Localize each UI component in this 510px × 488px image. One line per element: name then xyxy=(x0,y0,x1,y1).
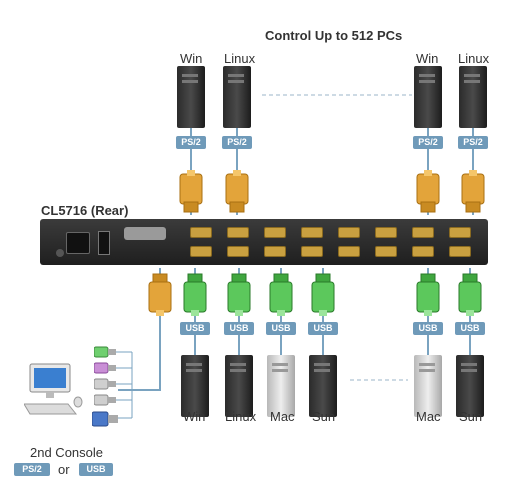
diagram-title: Control Up to 512 PCs xyxy=(265,28,403,43)
kvm-port-icon xyxy=(412,227,434,238)
port-badge: USB xyxy=(413,322,443,335)
port-badge: PS/2 xyxy=(222,136,252,149)
kvm-port-icon xyxy=(301,246,323,257)
kvm-port-icon xyxy=(227,246,249,257)
port-badge: USB xyxy=(455,322,485,335)
kvm-port-icon xyxy=(190,246,212,257)
bottom-pc-label: Mac xyxy=(416,409,441,424)
ground-screw-icon xyxy=(56,249,64,257)
bottom-pc-label: Linux xyxy=(225,409,257,424)
usb-connector-icon xyxy=(227,273,251,316)
top-pc-label: Linux xyxy=(458,51,490,66)
port-badge: USB xyxy=(266,322,296,335)
computer-tower-icon xyxy=(309,355,337,417)
usb-plug-icon xyxy=(94,378,116,390)
kvm-switch-rear-panel xyxy=(40,219,488,265)
computer-tower-icon xyxy=(177,66,205,128)
kvm-port-icon xyxy=(375,246,397,257)
ps2-connector-icon xyxy=(225,170,249,213)
port-badge: USB xyxy=(308,322,338,335)
kvm-port-icon xyxy=(264,227,286,238)
port-badge: USB xyxy=(79,463,113,476)
kvm-port-icon xyxy=(338,227,360,238)
mouse-plug-icon xyxy=(94,346,116,358)
console-port-icon xyxy=(124,227,166,240)
port-badge: PS/2 xyxy=(413,136,443,149)
kvm-port-icon xyxy=(301,227,323,238)
kvm-port-icon xyxy=(227,227,249,238)
computer-tower-icon xyxy=(181,355,209,417)
computer-tower-icon xyxy=(223,66,251,128)
port-badge: PS/2 xyxy=(458,136,488,149)
kvm-port-icon xyxy=(412,246,434,257)
kvm-port-icon xyxy=(449,227,471,238)
kvm-port-icon xyxy=(190,227,212,238)
computer-tower-icon xyxy=(225,355,253,417)
bottom-pc-label: Win xyxy=(183,409,206,424)
usb-plug-icon xyxy=(94,394,116,406)
usb-connector-icon xyxy=(458,273,482,316)
kvm-port-icon xyxy=(338,246,360,257)
mac-tower-icon xyxy=(414,355,442,417)
usb-connector-icon xyxy=(311,273,335,316)
top-pc-label: Linux xyxy=(224,51,256,66)
usb-connector-icon xyxy=(269,273,293,316)
ps2-connector-icon xyxy=(179,170,203,213)
port-badge: PS/2 xyxy=(14,463,50,476)
ps2-connector-icon xyxy=(416,170,440,213)
or-text: or xyxy=(58,462,70,477)
bottom-pc-label: Mac xyxy=(270,409,295,424)
ps2-connector-icon xyxy=(148,273,172,316)
computer-tower-icon xyxy=(414,66,442,128)
usb-connector-icon xyxy=(183,273,207,316)
kvm-port-icon xyxy=(264,246,286,257)
bottom-pc-label: Sun xyxy=(312,409,336,424)
power-socket-icon xyxy=(66,232,90,254)
port-badge: USB xyxy=(180,322,210,335)
keyboard-plug-icon xyxy=(94,362,116,374)
power-switch-icon xyxy=(98,231,110,255)
console-monitor-icon xyxy=(24,363,83,415)
bottom-pc-label: Sun xyxy=(459,409,483,424)
vga-plug-icon xyxy=(92,411,118,427)
top-pc-label: Win xyxy=(180,51,203,66)
mac-tower-icon xyxy=(267,355,295,417)
kvm-port-icon xyxy=(449,246,471,257)
console-label: 2nd Console xyxy=(30,445,103,460)
computer-tower-icon xyxy=(459,66,487,128)
top-pc-label: Win xyxy=(416,51,439,66)
port-badge: PS/2 xyxy=(176,136,206,149)
usb-connector-icon xyxy=(416,273,440,316)
model-label: CL5716 (Rear) xyxy=(41,203,129,218)
kvm-port-icon xyxy=(375,227,397,238)
port-badge: USB xyxy=(224,322,254,335)
computer-tower-icon xyxy=(456,355,484,417)
ps2-connector-icon xyxy=(461,170,485,213)
